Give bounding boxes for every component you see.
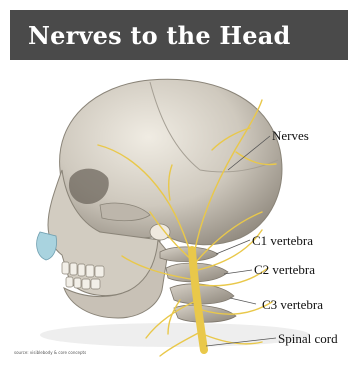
label-c1-vertebra: C1 vertebra xyxy=(252,233,313,249)
slide-title: Nerves to the Head xyxy=(10,21,290,50)
nasal-cartilage xyxy=(37,232,57,260)
label-spinal-cord: Spinal cord xyxy=(278,331,338,347)
image-credit: source: visiblebody & core concepts xyxy=(14,350,86,355)
label-nerves: Nerves xyxy=(272,128,309,144)
label-c2-vertebra: C2 vertebra xyxy=(254,262,315,278)
label-c3-vertebra: C3 vertebra xyxy=(262,297,323,313)
cranium xyxy=(60,79,282,244)
skull-nerve-illustration xyxy=(0,60,359,366)
title-bar: Nerves to the Head xyxy=(10,10,348,60)
shadow xyxy=(40,323,310,347)
